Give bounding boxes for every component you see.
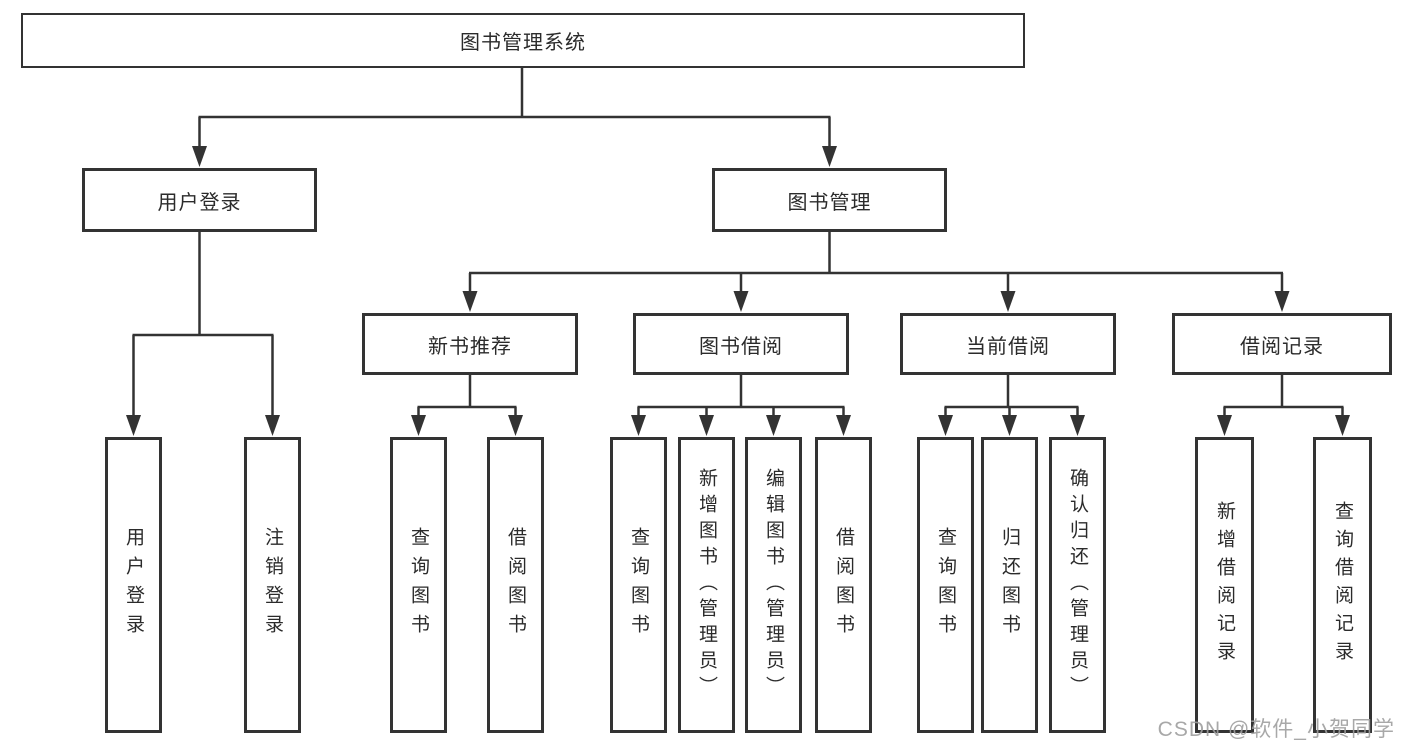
leaf-borrow-books-1-label: 借阅图书 bbox=[505, 527, 526, 643]
node-book-borrow-label: 图书借阅 bbox=[699, 335, 783, 358]
leaf-return-books: 归还图书 bbox=[981, 437, 1038, 733]
node-borrow-records-label: 借阅记录 bbox=[1240, 335, 1324, 358]
leaf-add-borrow-record-label: 新增借阅记录 bbox=[1214, 501, 1235, 669]
node-current-borrow: 当前借阅 bbox=[900, 313, 1116, 375]
leaf-add-book-admin-label: 新增图书（管理员） bbox=[696, 468, 717, 702]
node-user-login: 用户登录 bbox=[82, 168, 317, 232]
leaf-add-borrow-record: 新增借阅记录 bbox=[1195, 437, 1254, 733]
watermark-text: CSDN @软件_小贺同学 bbox=[1157, 718, 1395, 741]
leaf-query-borrow-record-label: 查询借阅记录 bbox=[1332, 501, 1353, 669]
leaf-add-book-admin: 新增图书（管理员） bbox=[678, 437, 735, 733]
leaf-logout-login: 注销登录 bbox=[244, 437, 301, 733]
node-borrow-records: 借阅记录 bbox=[1172, 313, 1392, 375]
leaf-borrow-books-1: 借阅图书 bbox=[487, 437, 544, 733]
node-root: 图书管理系统 bbox=[21, 13, 1025, 68]
node-current-borrow-label: 当前借阅 bbox=[966, 335, 1050, 358]
leaf-user-login-label: 用户登录 bbox=[123, 527, 144, 643]
node-root-label: 图书管理系统 bbox=[460, 32, 586, 54]
node-book-borrow: 图书借阅 bbox=[633, 313, 849, 375]
leaf-edit-book-admin: 编辑图书（管理员） bbox=[745, 437, 802, 733]
leaf-query-books-3-label: 查询图书 bbox=[935, 527, 956, 643]
leaf-query-books-1: 查询图书 bbox=[390, 437, 447, 733]
leaf-confirm-return-admin: 确认归还（管理员） bbox=[1049, 437, 1106, 733]
leaf-query-borrow-record: 查询借阅记录 bbox=[1313, 437, 1372, 733]
leaf-query-books-3: 查询图书 bbox=[917, 437, 974, 733]
leaf-borrow-books-2-label: 借阅图书 bbox=[833, 527, 854, 643]
leaf-query-books-2-label: 查询图书 bbox=[628, 527, 649, 643]
leaf-query-books-1-label: 查询图书 bbox=[408, 527, 429, 643]
leaf-logout-login-label: 注销登录 bbox=[262, 527, 283, 643]
node-new-book-recommend: 新书推荐 bbox=[362, 313, 578, 375]
leaf-confirm-return-admin-label: 确认归还（管理员） bbox=[1067, 468, 1088, 702]
node-book-management: 图书管理 bbox=[712, 168, 947, 232]
leaf-borrow-books-2: 借阅图书 bbox=[815, 437, 872, 733]
node-new-book-recommend-label: 新书推荐 bbox=[428, 335, 512, 358]
node-user-login-label: 用户登录 bbox=[157, 191, 242, 214]
leaf-query-books-2: 查询图书 bbox=[610, 437, 667, 733]
node-book-management-label: 图书管理 bbox=[787, 191, 872, 214]
leaf-return-books-label: 归还图书 bbox=[999, 527, 1020, 643]
leaf-edit-book-admin-label: 编辑图书（管理员） bbox=[763, 468, 784, 702]
leaf-user-login: 用户登录 bbox=[105, 437, 162, 733]
